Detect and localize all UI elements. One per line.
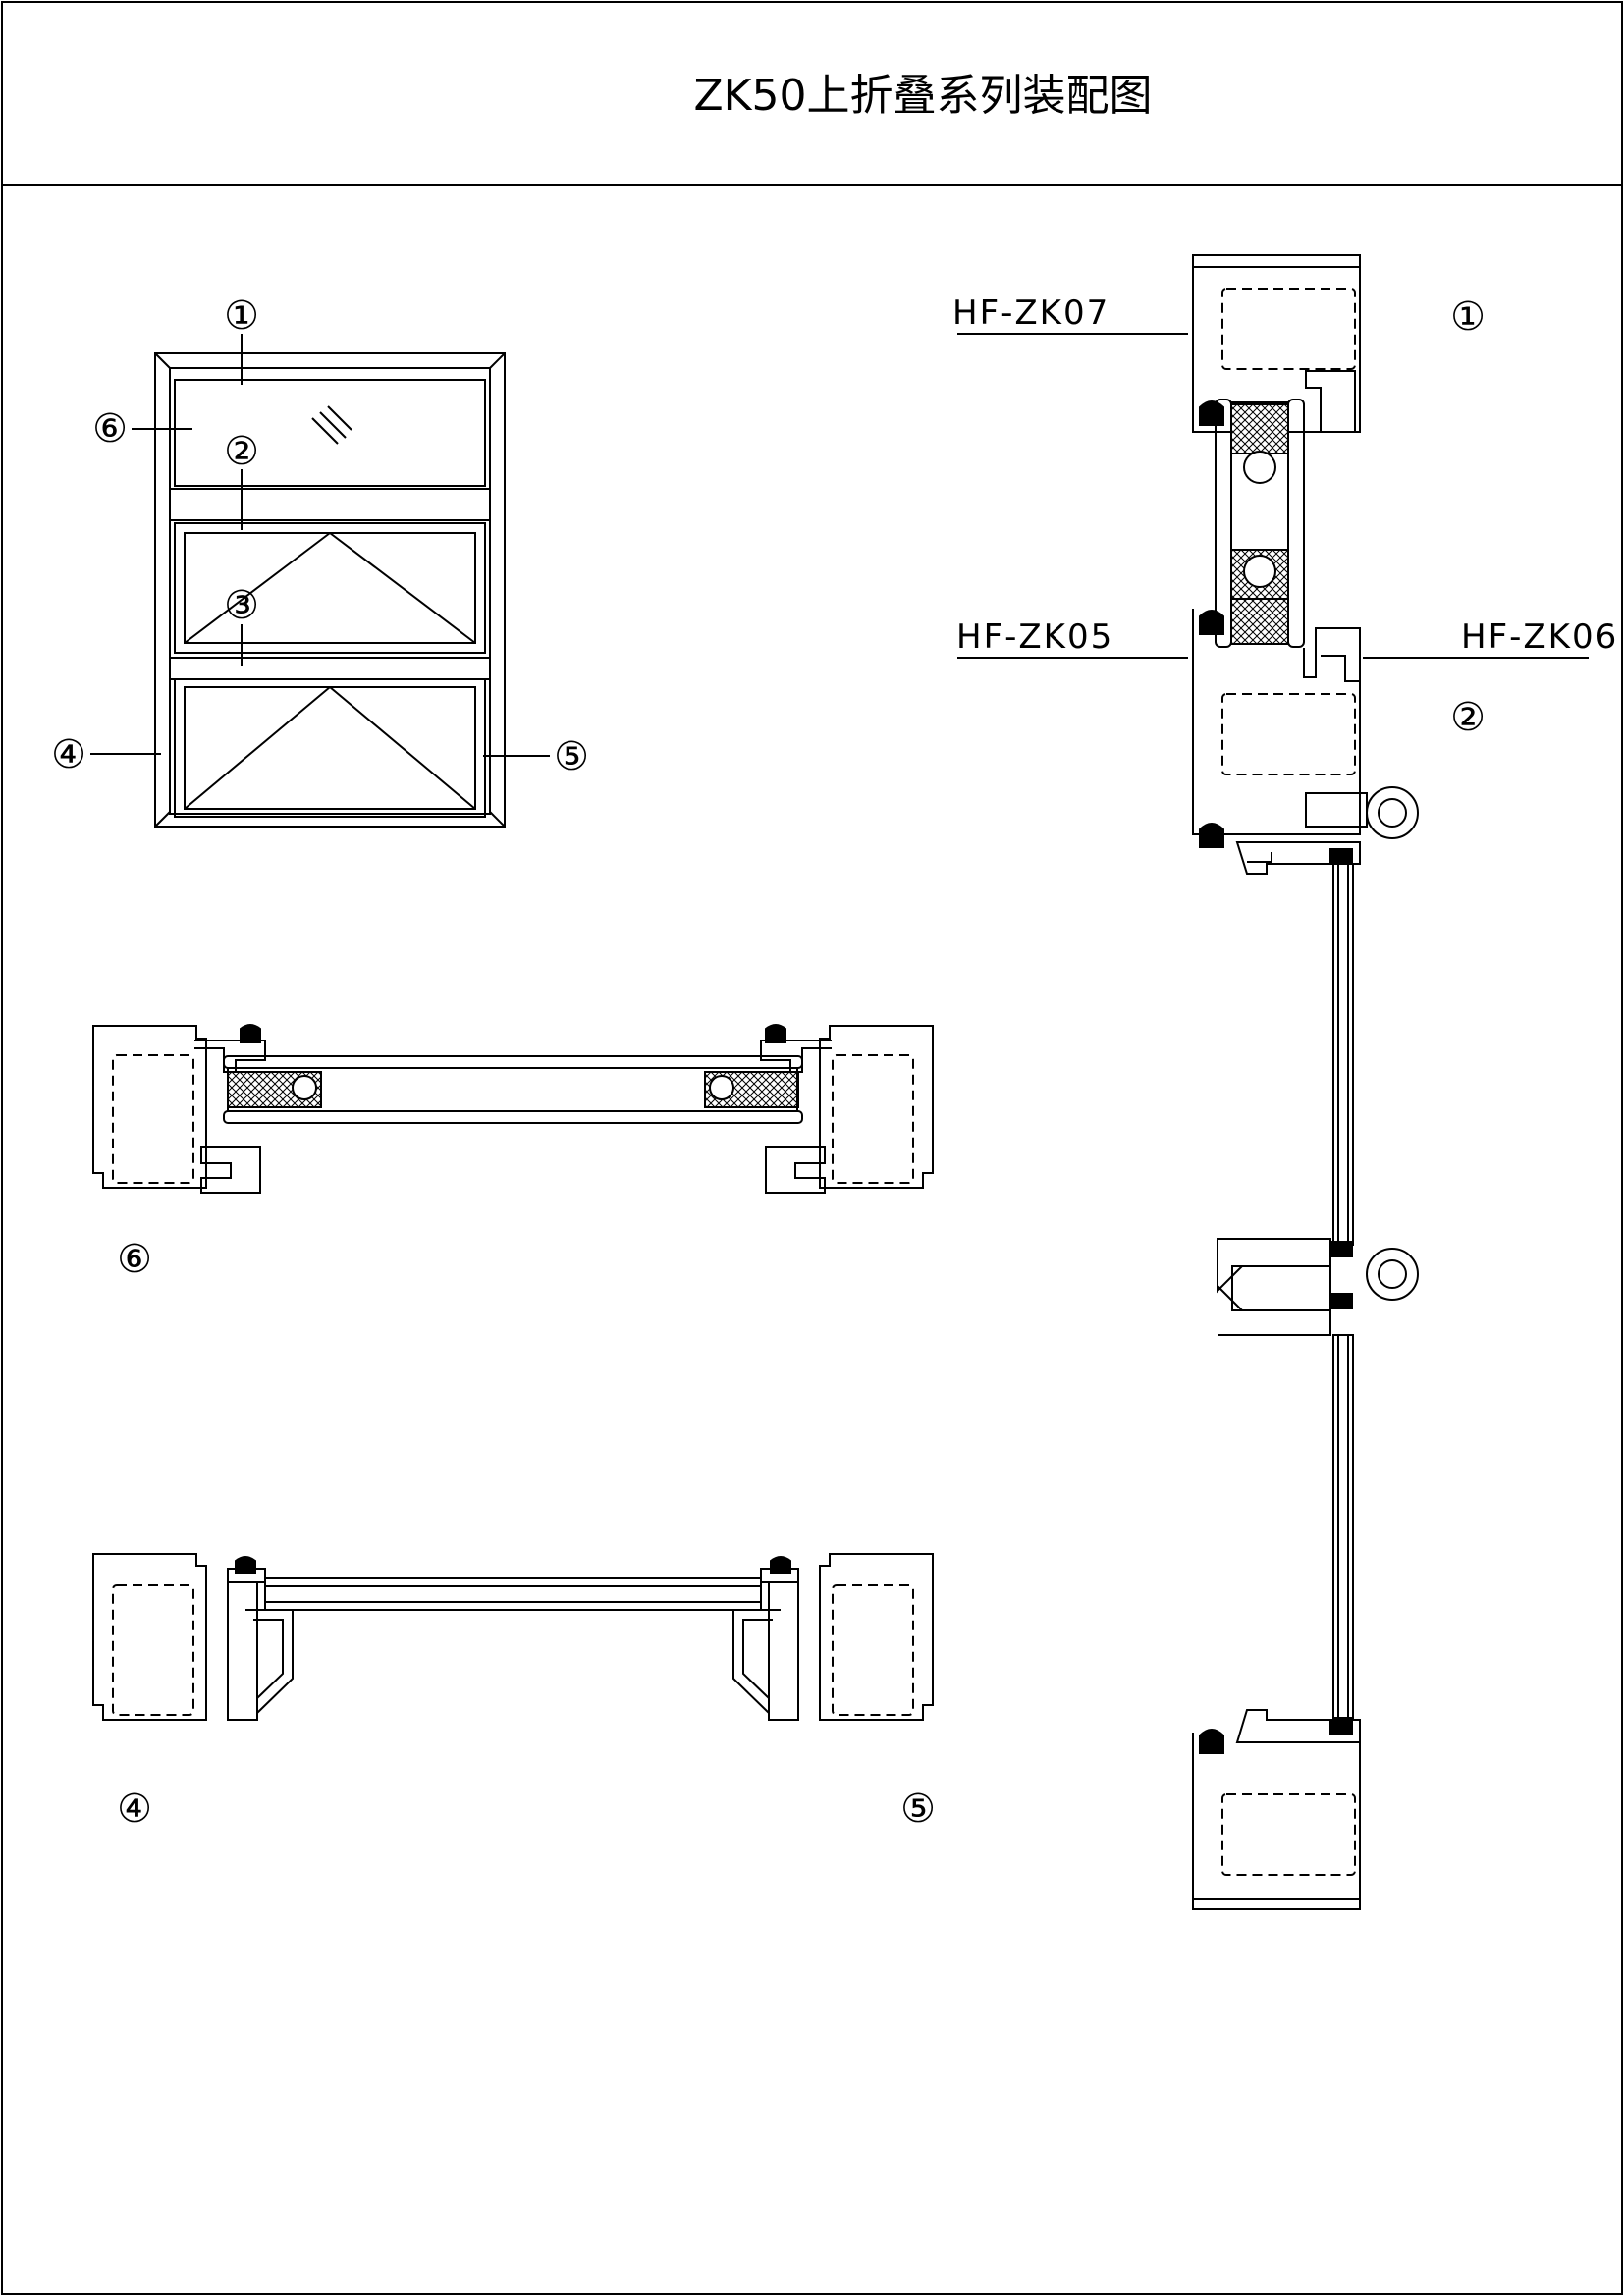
- horizontal-section-4-5: [92, 1553, 934, 1721]
- elevation-markers: ① ② ③ ④ ⑤ ⑥: [51, 294, 589, 779]
- horizontal-section-6: [92, 1024, 934, 1194]
- marker-elev-6: ⑥: [92, 406, 128, 452]
- marker-section-6: ⑥: [117, 1237, 152, 1282]
- label-hf-zk07: HF-ZK07: [952, 294, 1110, 333]
- marker-elev-4: ④: [51, 732, 86, 777]
- vertical-section-labels: HF-ZK07 HF-ZK05 HF-ZK06 ① ②: [952, 294, 1618, 740]
- marker-elev-1: ①: [224, 294, 259, 339]
- window-elevation: [90, 334, 550, 828]
- drawing-title: ZK50上折叠系列装配图: [694, 71, 1153, 121]
- marker-elev-5: ⑤: [554, 734, 589, 779]
- vertical-section: [957, 254, 1589, 1910]
- marker-vertical-2: ②: [1450, 695, 1486, 740]
- marker-elev-3: ③: [224, 583, 259, 628]
- marker-section-5: ⑤: [900, 1787, 936, 1832]
- marker-vertical-1: ①: [1450, 294, 1486, 340]
- label-hf-zk06: HF-ZK06: [1461, 617, 1618, 657]
- marker-elev-2: ②: [224, 429, 259, 474]
- marker-section-4: ④: [117, 1787, 152, 1832]
- label-hf-zk05: HF-ZK05: [956, 617, 1113, 657]
